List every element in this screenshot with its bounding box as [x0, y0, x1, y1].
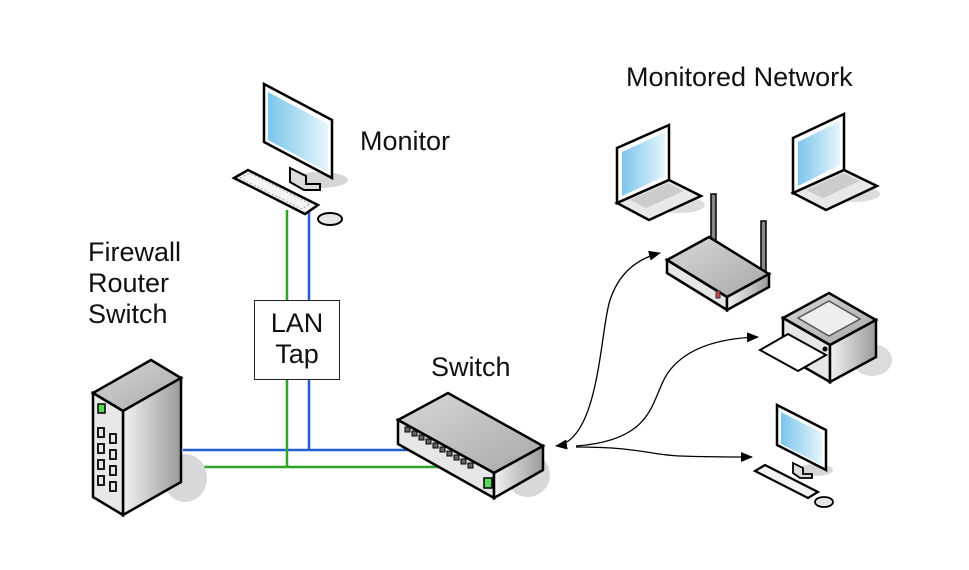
- monitored-network-title: Monitored Network: [626, 62, 853, 92]
- network-switch-icon: [395, 391, 550, 501]
- firewall-label-line-2: Router: [88, 268, 170, 298]
- firewall-label: Firewall Router Switch: [88, 237, 181, 330]
- laptop-icon: [790, 112, 880, 212]
- printer-icon: [757, 291, 892, 385]
- laptop-icon: [614, 123, 705, 222]
- firewall-label-line-3: Switch: [88, 299, 168, 329]
- wireless-links: [555, 250, 759, 462]
- desktop-computer-icon: [752, 402, 834, 508]
- arrow-switch-desktop: [575, 446, 753, 462]
- arrow-switch-router: [555, 250, 661, 450]
- firewall-label-line-1: Firewall: [88, 237, 182, 267]
- firewall-router-switch-icon: [90, 358, 207, 518]
- monitor-label: Monitor: [360, 126, 451, 156]
- lan-tap-label-line-2: Tap: [275, 339, 319, 369]
- monitor-computer-icon: [231, 81, 348, 226]
- switch-label: Switch: [431, 352, 511, 382]
- lan-tap-label-line-1: LAN: [270, 308, 324, 338]
- lan-tap-box: LAN Tap: [254, 300, 340, 380]
- wireless-router-icon: [664, 193, 772, 313]
- arrow-switch-printer: [575, 332, 759, 447]
